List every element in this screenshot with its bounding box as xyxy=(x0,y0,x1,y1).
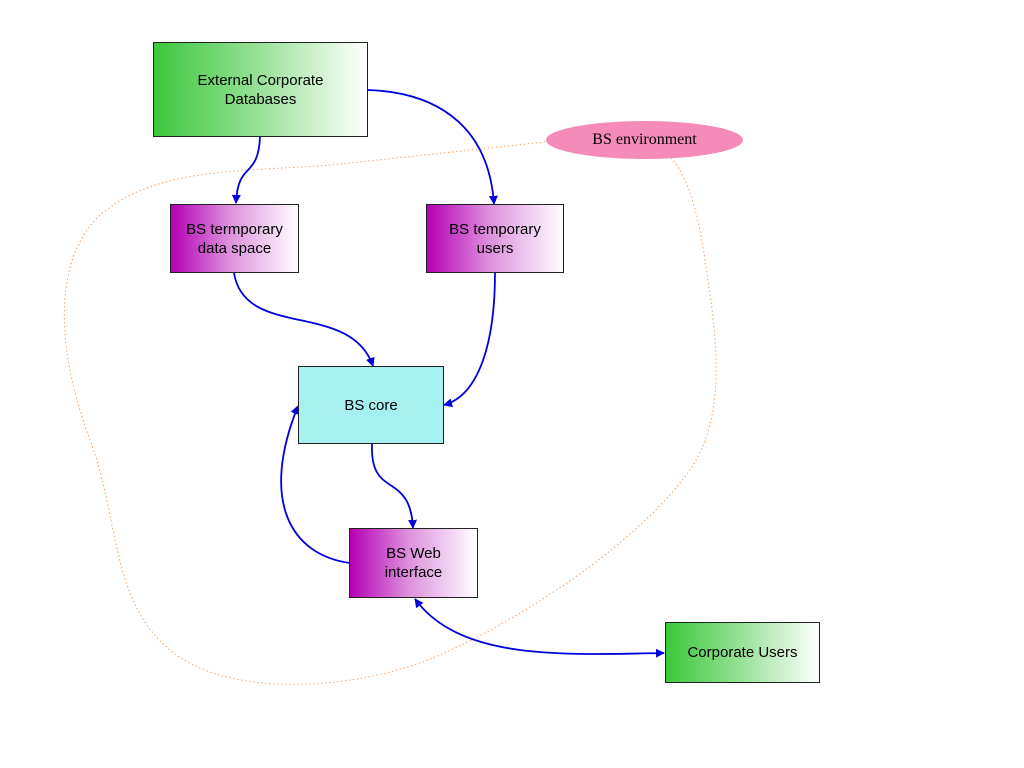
core-label: BS core xyxy=(344,396,398,414)
edge-databases-to-temp-users xyxy=(367,89,498,205)
environment-label-text: BS environment xyxy=(592,131,697,148)
temp-users-label: BS temporary users xyxy=(449,220,541,257)
edge-temp-users-to-core xyxy=(443,272,496,408)
temp-users-node: BS temporary users xyxy=(426,204,564,273)
core-node: BS core xyxy=(298,366,444,444)
edge-web-to-core xyxy=(280,405,351,564)
edge-core-to-web xyxy=(371,443,418,529)
external-databases-node: External Corporate Databases xyxy=(153,42,368,137)
environment-label: BS environment xyxy=(546,121,743,159)
environment-boundary xyxy=(63,141,717,685)
temp-data-space-label: BS termporary data space xyxy=(186,220,283,257)
web-interface-label: BS Web interface xyxy=(384,545,443,581)
corporate-users-label: Corporate Users xyxy=(687,644,798,661)
corporate-users-node: Corporate Users xyxy=(665,622,820,683)
edge-temp-data-to-core xyxy=(233,272,375,367)
external-databases-label: External Corporate Databases xyxy=(197,71,324,108)
edge-web-corporate-users xyxy=(414,598,665,658)
temp-data-space-node: BS termporary data space xyxy=(170,204,299,273)
edge-databases-to-temp-data xyxy=(231,136,261,204)
web-interface-node: BS Web interface xyxy=(349,528,478,598)
